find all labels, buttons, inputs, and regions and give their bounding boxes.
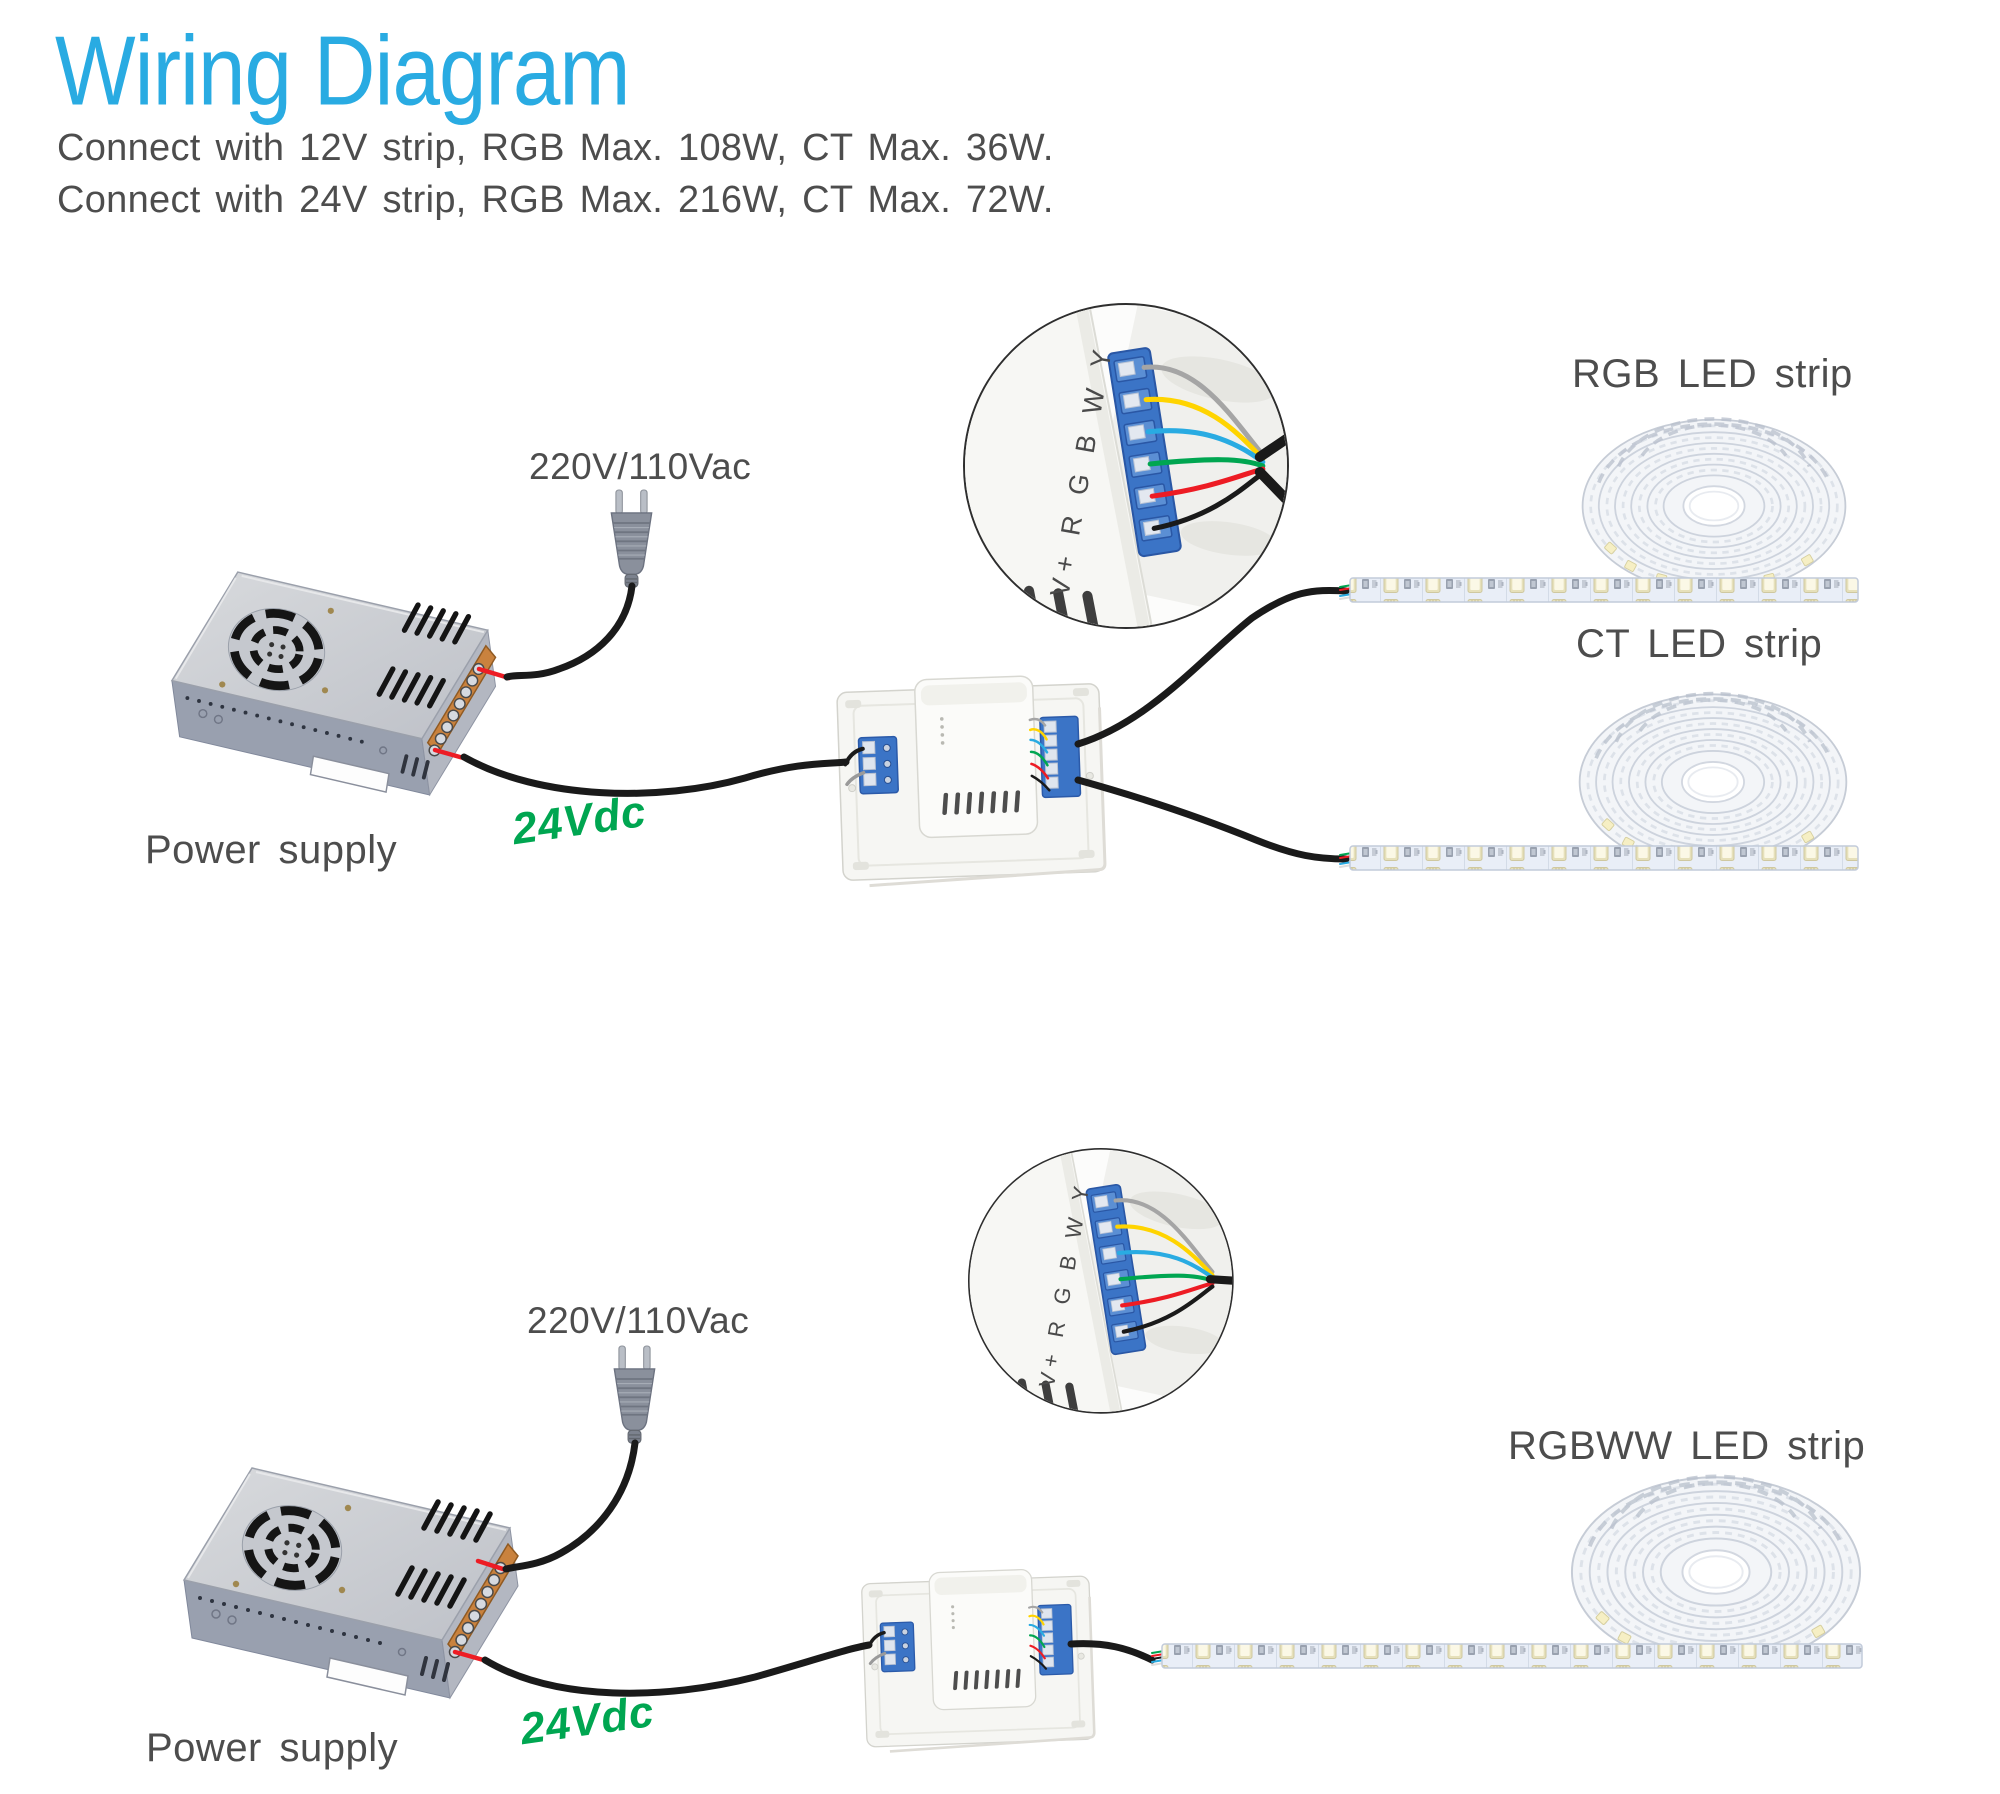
ct-strip-label: CT LED strip (1576, 622, 1823, 666)
wall-panel-illustration-top (826, 672, 1116, 892)
terminal-callout-graphic-top (965, 305, 1287, 627)
ac-voltage-label-top: 220V/110Vac (529, 446, 752, 487)
subtitle-line-2: Connect with 24V strip, RGB Max. 216W, C… (57, 179, 1054, 221)
terminal-callout-graphic-bottom (970, 1150, 1233, 1412)
dc-voltage-label-top: 24Vdc (509, 786, 650, 855)
page-subtitle: Connect with 12V strip, RGB Max. 108W, C… (57, 122, 1054, 226)
mains-plug-illustration-bottom (607, 1344, 662, 1447)
subtitle-line-1: Connect with 12V strip, RGB Max. 108W, C… (57, 127, 1054, 169)
rgb-led-strip-illustration (1339, 577, 1859, 603)
rgbww-strip-label: RGBWW LED strip (1508, 1424, 1866, 1468)
rgb-strip-reel-illustration (1578, 416, 1850, 596)
page-title: Wiring Diagram (55, 15, 631, 126)
power-supply-illustration-bottom (180, 1462, 536, 1738)
power-supply-label-bottom: Power supply (146, 1726, 399, 1770)
power-supply-illustration-top (168, 566, 513, 834)
wall-panel-illustration-bottom (852, 1566, 1104, 1757)
mains-plug-illustration-top (604, 488, 659, 591)
power-supply-label-top: Power supply (145, 828, 398, 872)
rgb-strip-label: RGB LED strip (1572, 352, 1853, 396)
dc-voltage-label-bottom: 24Vdc (517, 1686, 658, 1755)
ac-voltage-label-bottom: 220V/110Vac (527, 1300, 750, 1341)
terminal-zoom-callout-bottom: V+ R G B W Y (968, 1148, 1234, 1414)
rgbww-led-strip-illustration (1151, 1643, 1863, 1669)
terminal-zoom-callout-top: V+ R G B W Y (963, 303, 1289, 629)
ct-led-strip-illustration (1339, 845, 1859, 871)
